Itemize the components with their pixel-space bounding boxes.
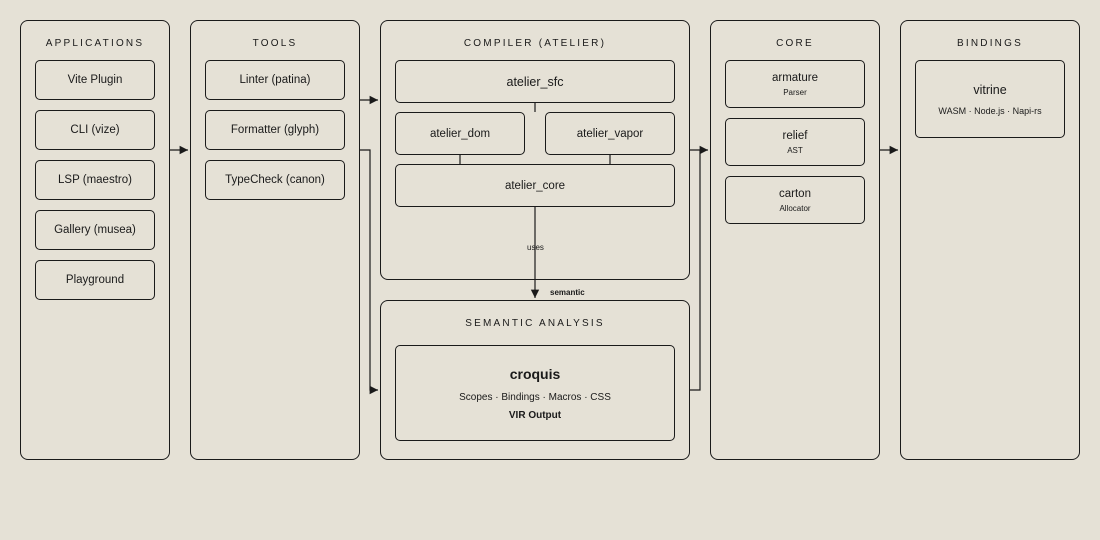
atelier-core-box[interactable]: atelier_core [395, 164, 675, 207]
app-vite-plugin[interactable]: Vite Plugin [35, 60, 155, 100]
core-relief-box[interactable]: relief AST [725, 118, 865, 166]
core-armature-box[interactable]: armature Parser [725, 60, 865, 108]
applications-panel: APPLICATIONS Vite Plugin CLI (vize) LSP … [20, 20, 170, 460]
vitrine-targets: WASM · Node.js · Napi-rs [938, 105, 1042, 116]
applications-title: APPLICATIONS [45, 38, 145, 49]
app-gallery[interactable]: Gallery (musea) [35, 210, 155, 250]
tools-panel: TOOLS Linter (patina) Formatter (glyph) … [190, 20, 360, 460]
carton-desc: Allocator [779, 203, 811, 213]
croquis-features: Scopes · Bindings · Macros · CSS [459, 391, 611, 403]
semantic-title: SEMANTIC ANALYSIS [465, 318, 605, 329]
edge-tools-to-semantic [360, 149, 378, 395]
compiler-panel: COMPILER (ATELIER) atelier_sfc atelier_d… [380, 20, 690, 280]
core-title: CORE [776, 38, 814, 49]
bindings-title: BINDINGS [957, 38, 1023, 49]
semantic-label: semantic [550, 288, 585, 297]
atelier-vapor-box[interactable]: atelier_vapor [545, 112, 675, 155]
armature-name: armature [771, 71, 819, 84]
edge-semantic-to-core [690, 150, 701, 391]
bindings-panel: BINDINGS vitrine WASM · Node.js · Napi-r… [900, 20, 1080, 460]
vitrine-name: vitrine [973, 82, 1007, 97]
app-cli[interactable]: CLI (vize) [35, 110, 155, 150]
armature-desc: Parser [783, 87, 807, 97]
app-playground[interactable]: Playground [35, 260, 155, 300]
croquis-name: croquis [509, 365, 561, 382]
vitrine-box[interactable]: vitrine WASM · Node.js · Napi-rs [915, 60, 1065, 138]
croquis-box[interactable]: croquis Scopes · Bindings · Macros · CSS… [395, 345, 675, 441]
carton-name: carton [779, 187, 811, 200]
relief-name: relief [782, 129, 808, 142]
semantic-analysis-panel: SEMANTIC ANALYSIS croquis Scopes · Bindi… [380, 300, 690, 460]
core-carton-box[interactable]: carton Allocator [725, 176, 865, 224]
tool-linter[interactable]: Linter (patina) [205, 60, 345, 100]
app-lsp[interactable]: LSP (maestro) [35, 160, 155, 200]
uses-label: uses [527, 243, 544, 252]
tools-title: TOOLS [252, 38, 298, 49]
croquis-output: VIR Output [508, 409, 562, 421]
tool-formatter[interactable]: Formatter (glyph) [205, 110, 345, 150]
compiler-title: COMPILER (ATELIER) [463, 38, 607, 49]
atelier-dom-box[interactable]: atelier_dom [395, 112, 525, 155]
atelier-sfc-box[interactable]: atelier_sfc [395, 60, 675, 103]
relief-desc: AST [787, 145, 803, 155]
tool-typecheck[interactable]: TypeCheck (canon) [205, 160, 345, 200]
core-panel: CORE armature Parser relief AST carton A… [710, 20, 880, 460]
